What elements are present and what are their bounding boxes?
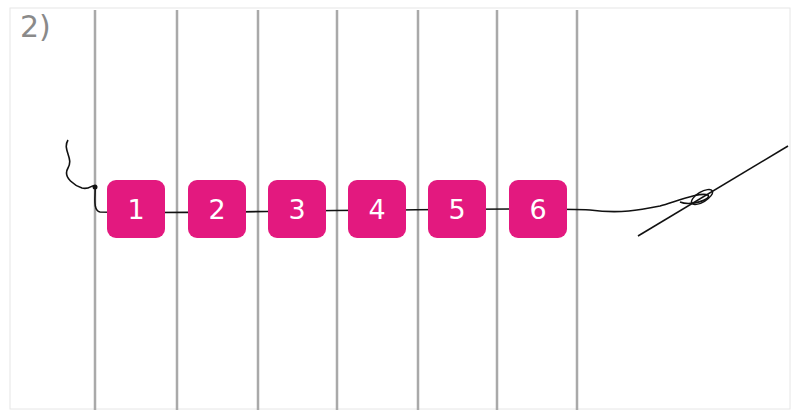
numbered-box: 5 — [428, 180, 486, 238]
numbered-box: 4 — [348, 180, 406, 238]
numbered-box: 6 — [509, 180, 567, 238]
knot — [93, 185, 98, 190]
step-label: 2) — [20, 12, 51, 42]
numbered-box: 1 — [107, 180, 165, 238]
needle-eye — [689, 187, 715, 208]
frame — [10, 8, 790, 409]
step-number: 5 — [448, 196, 465, 223]
numbered-box: 3 — [268, 180, 326, 238]
step-number: 3 — [288, 196, 305, 223]
step-number: 1 — [127, 196, 144, 223]
step-number: 6 — [529, 196, 546, 223]
needle — [638, 146, 788, 236]
numbered-box: 2 — [188, 180, 246, 238]
step-number: 4 — [368, 196, 385, 223]
step-number: 2 — [208, 196, 225, 223]
